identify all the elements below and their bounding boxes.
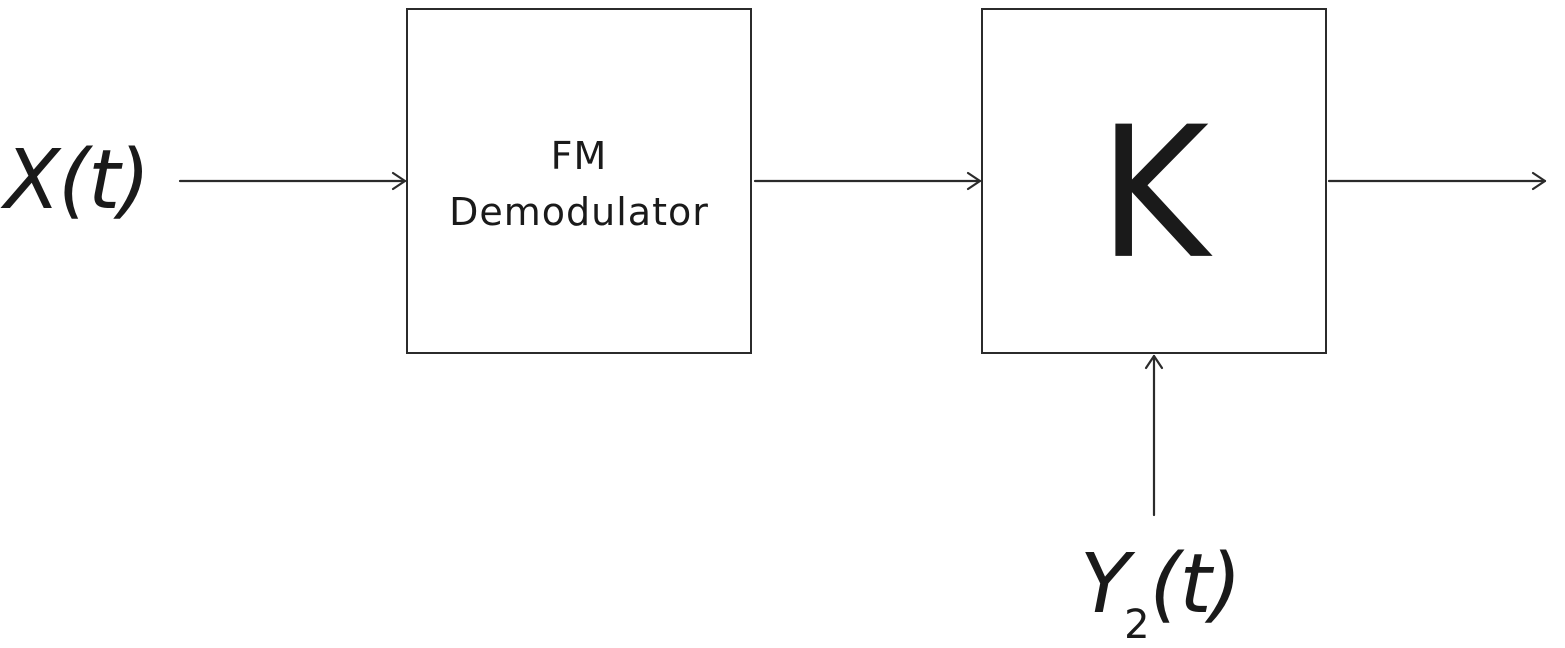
input-signal-text: X(t) xyxy=(4,133,150,228)
control-signal-subscript: 2 xyxy=(1124,602,1149,648)
demodulator-label-line2: Demodulator xyxy=(449,190,709,234)
control-input-arrow xyxy=(1144,354,1164,517)
control-signal-label: Y2(t) xyxy=(1080,537,1242,648)
control-signal-suffix: (t) xyxy=(1149,537,1242,632)
gain-label: K xyxy=(1098,87,1210,300)
demodulator-label-line1: FM xyxy=(550,134,608,178)
control-signal-base: Y xyxy=(1080,537,1130,632)
gain-block: K xyxy=(981,8,1327,354)
fm-demodulator-block: FM Demodulator xyxy=(406,8,752,354)
input-signal-label: X(t) xyxy=(4,133,150,228)
demod-to-gain-arrow xyxy=(753,171,982,191)
input-arrow xyxy=(178,171,407,191)
output-arrow xyxy=(1327,171,1547,191)
